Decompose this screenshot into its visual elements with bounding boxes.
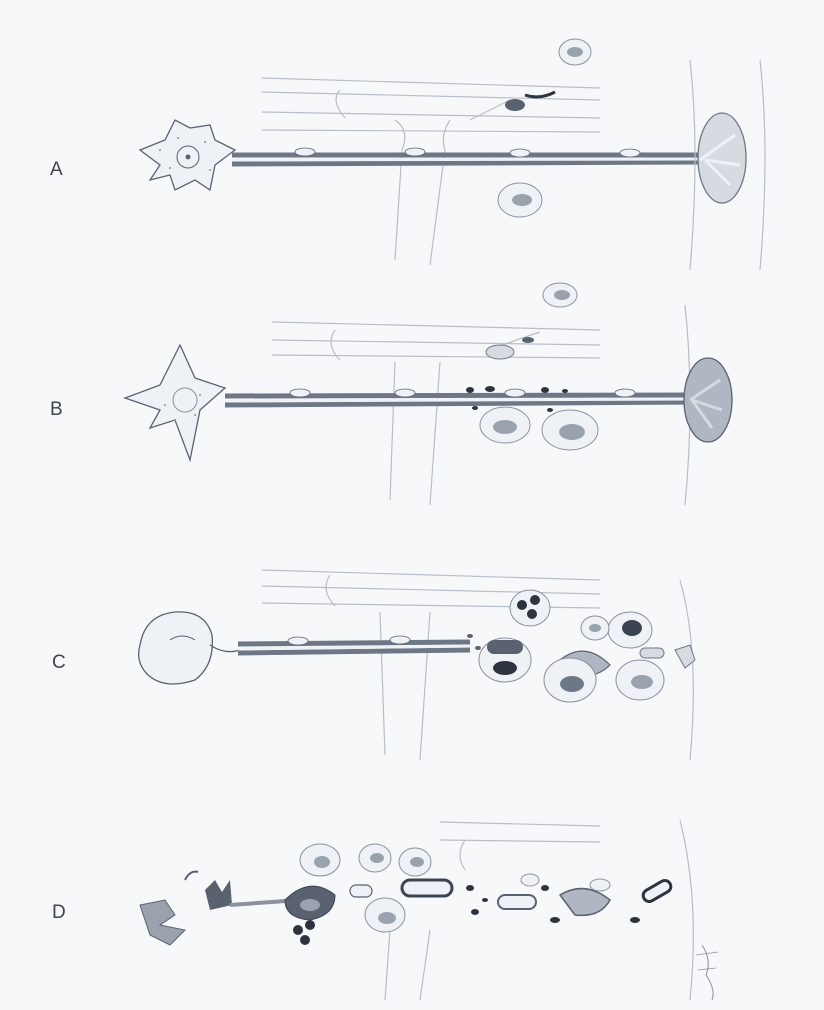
artist-signature — [696, 945, 718, 1000]
cells-a — [498, 39, 591, 217]
degenerated-neuron-d — [140, 872, 300, 945]
debris-cells-d — [285, 844, 673, 945]
panel-c: C — [52, 570, 695, 760]
muscle-end-plate-a — [690, 60, 765, 270]
axon-a — [232, 148, 700, 164]
neuron-cell-body-c — [139, 612, 240, 684]
panel-a: A — [50, 39, 765, 270]
cells-b — [480, 283, 598, 450]
axon-c — [238, 634, 481, 653]
panel-label-b: B — [50, 399, 64, 420]
vessel-d — [385, 820, 693, 1000]
panel-d: D — [52, 820, 718, 1000]
neuron-cell-body-a — [140, 120, 235, 190]
vessel-a — [262, 78, 600, 265]
panel-b: B — [50, 283, 732, 505]
muscle-end-plate-b — [684, 305, 732, 505]
neuron-cell-body-b — [125, 345, 225, 460]
panel-label-d: D — [52, 902, 67, 923]
panel-label-a: A — [50, 159, 64, 180]
vessel-b — [272, 322, 600, 505]
debris-cells-c — [479, 590, 695, 702]
axon-b — [225, 386, 700, 413]
panel-label-c: C — [52, 652, 67, 673]
